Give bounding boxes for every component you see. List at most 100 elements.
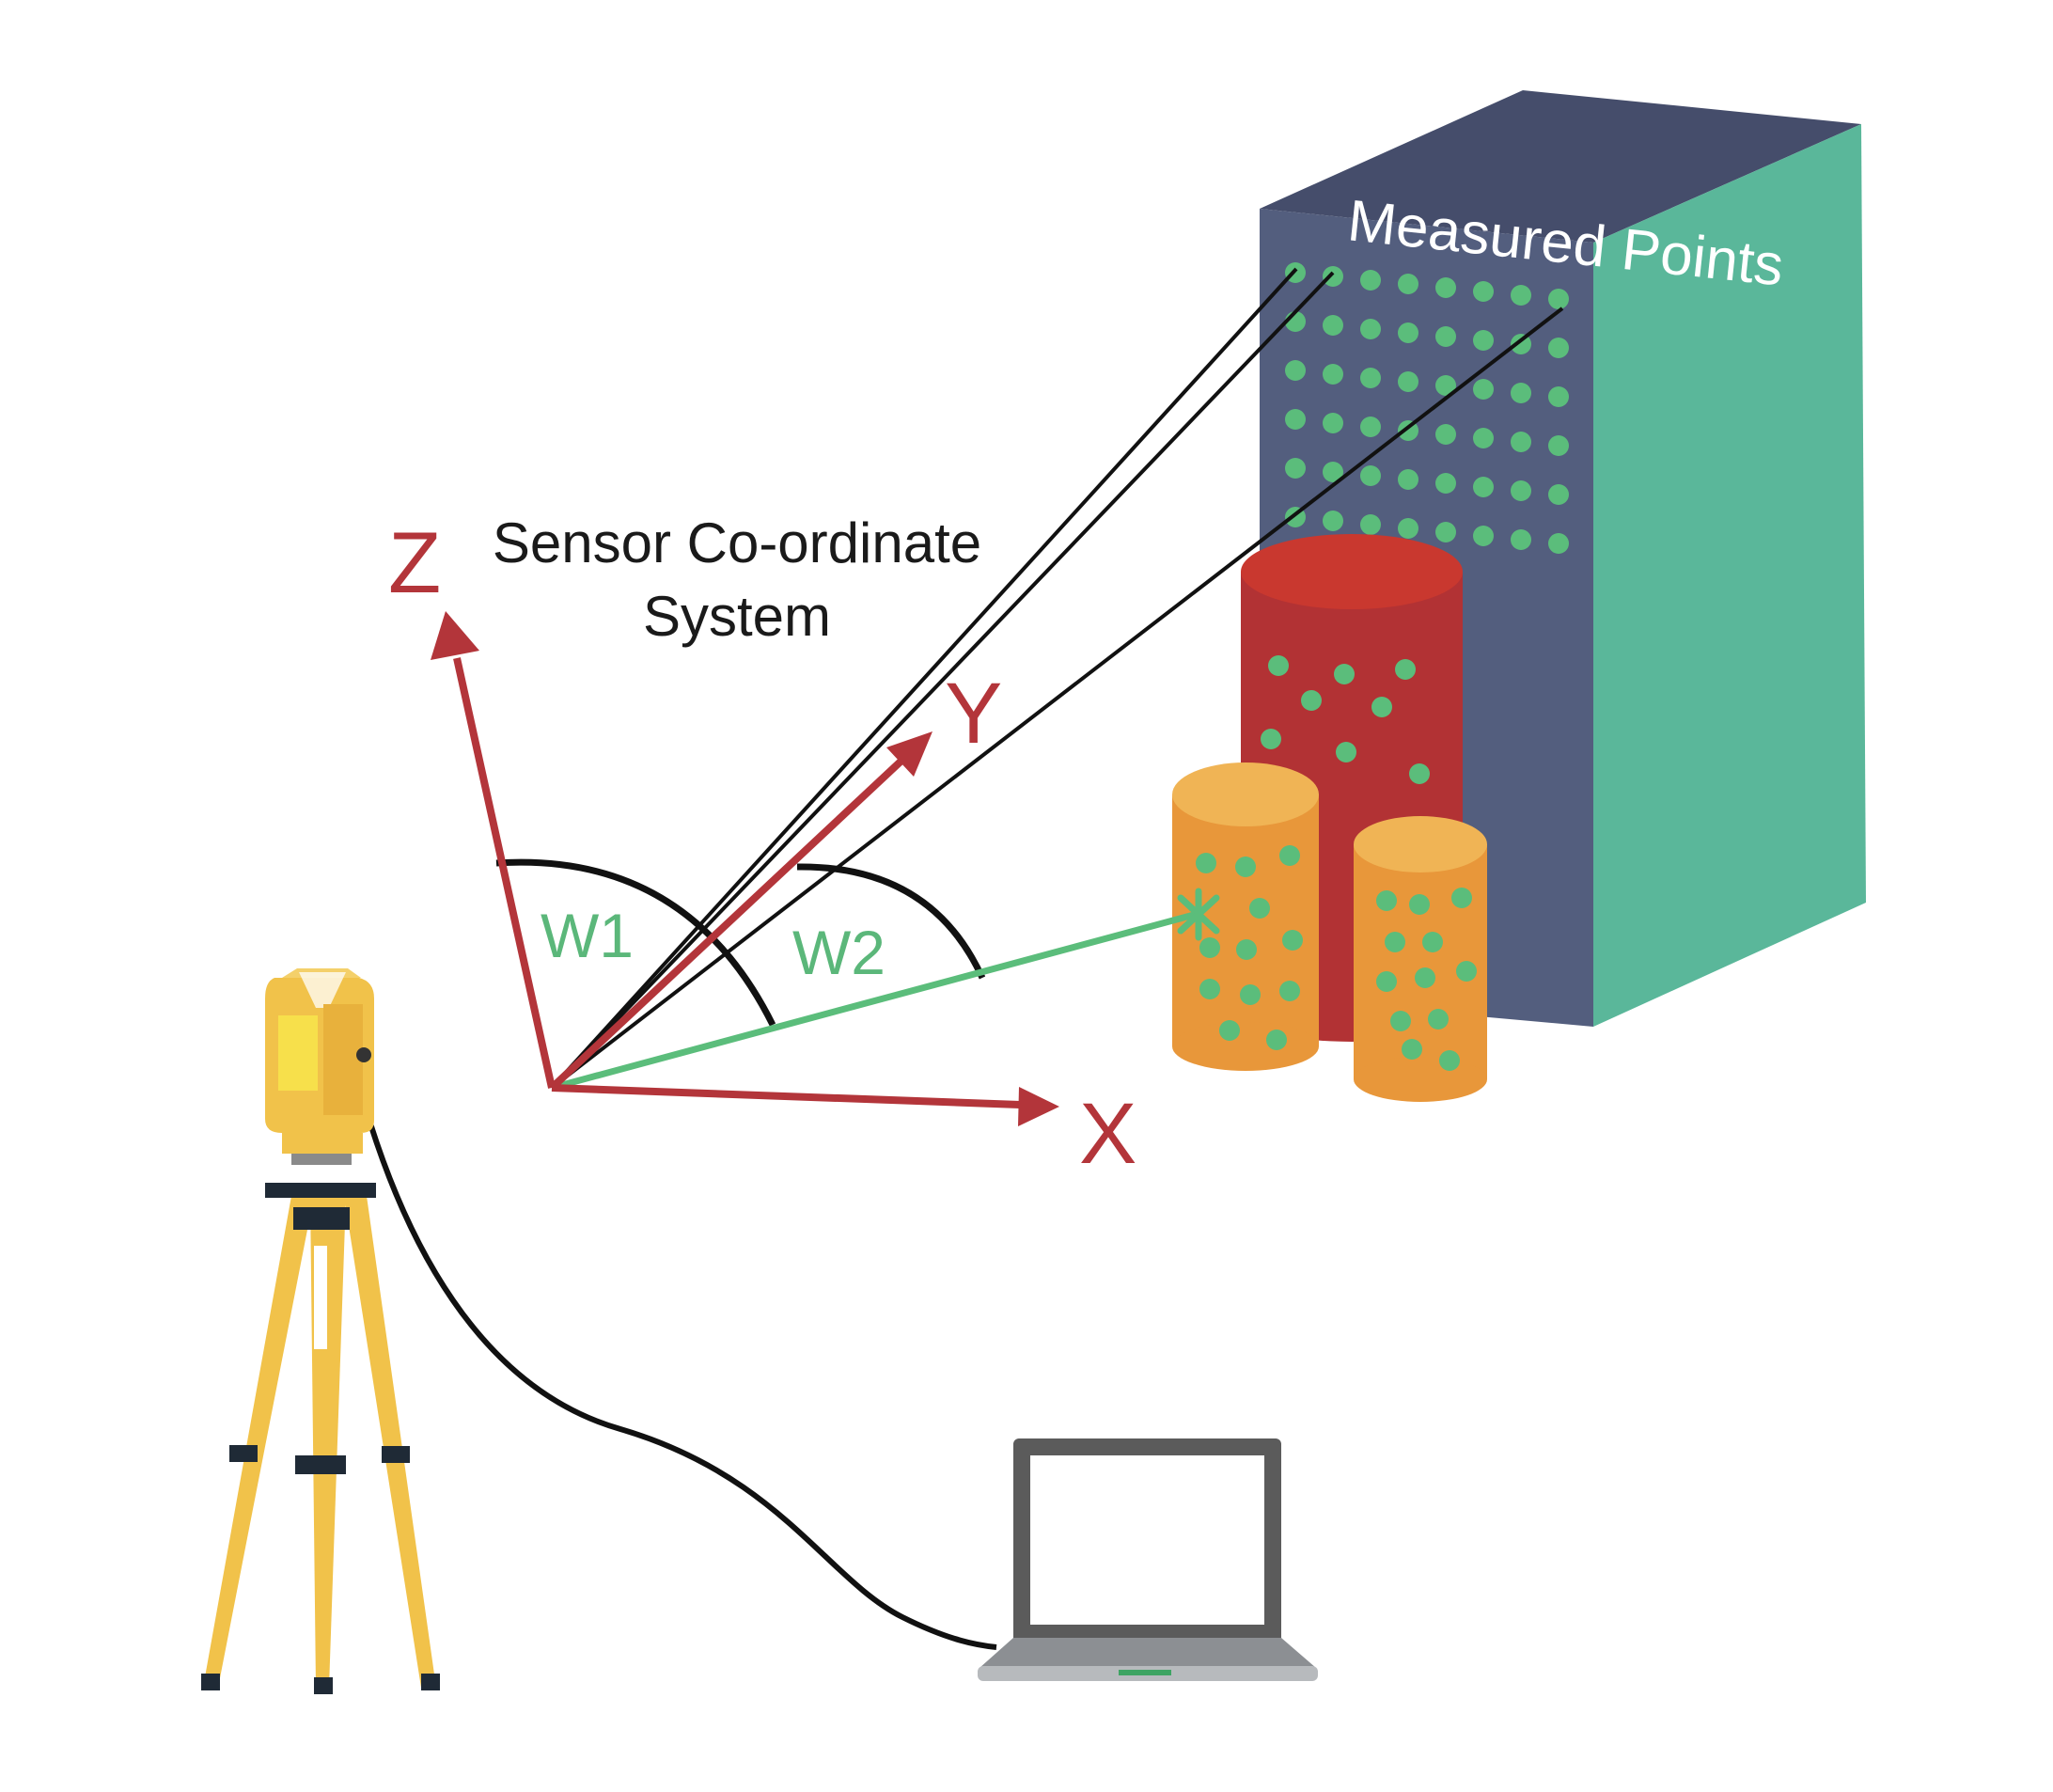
measured-point [1395, 659, 1416, 680]
measured-point [1266, 1030, 1287, 1050]
measured-point [1282, 930, 1303, 951]
measured-point [1511, 334, 1531, 354]
measured-point [1285, 458, 1306, 479]
z-axis-line [453, 657, 556, 1089]
measured-point [1439, 1050, 1460, 1071]
measured-point [1435, 277, 1456, 298]
arc-w2 [796, 863, 986, 980]
red-cylinder-points [1261, 655, 1430, 784]
building-top [1260, 90, 1861, 243]
measured-point [1398, 371, 1418, 392]
measured-point [1323, 511, 1343, 531]
measured-point [1323, 413, 1343, 433]
measured-point [1279, 981, 1300, 1001]
measured-point [1409, 894, 1430, 915]
measured-point [1398, 274, 1418, 294]
measured-point [1398, 469, 1418, 490]
measured-point [1548, 533, 1569, 554]
measured-point [1261, 729, 1281, 749]
orange-cylinder-left-top [1172, 762, 1319, 826]
laptop-icon [978, 1438, 1318, 1681]
cable-icon [368, 1123, 997, 1650]
x-axis-arrowhead [1018, 1087, 1059, 1126]
laptop-base [979, 1638, 1316, 1668]
measured-point [1398, 518, 1418, 539]
measured-point [1279, 845, 1300, 866]
arc-w1 [495, 858, 776, 1027]
building-side [1593, 124, 1866, 1027]
measured-point [1323, 315, 1343, 336]
angle-w1-label: W1 [541, 901, 634, 970]
orange-cylinder-right-top [1354, 816, 1487, 872]
measured-point [1473, 379, 1494, 400]
ray-3 [550, 307, 1564, 1090]
tripod-icon [201, 1183, 440, 1694]
tripod-foot-center [314, 1677, 333, 1694]
measured-point [1511, 383, 1531, 403]
measured-point [1199, 979, 1220, 999]
measured-point [1360, 514, 1381, 535]
measured-point [1376, 890, 1397, 911]
station-side-panel [323, 1004, 363, 1115]
angle-arcs [495, 858, 986, 1027]
measured-point [1435, 522, 1456, 542]
ray-1 [550, 267, 1298, 1090]
measured-point [1402, 1039, 1422, 1060]
measured-point [1511, 432, 1531, 452]
measured-point [1249, 898, 1270, 919]
building-point-grid [1285, 262, 1569, 554]
station-base-ring [282, 1133, 363, 1154]
ray-2 [550, 271, 1335, 1090]
tripod-slot [314, 1246, 327, 1349]
measured-point [1376, 971, 1397, 992]
measured-point [1548, 435, 1569, 456]
measured-point [1473, 477, 1494, 497]
cylinder-icon [1354, 816, 1487, 1102]
z-axis-arrowhead [431, 611, 479, 660]
measured-point [1360, 417, 1381, 437]
tripod-clamp-top [293, 1207, 350, 1230]
measured-point [1435, 473, 1456, 494]
measured-point [1235, 857, 1256, 877]
measured-point [1511, 285, 1531, 306]
tripod-head-plate [265, 1183, 376, 1198]
measured-point [1336, 742, 1356, 762]
measured-point [1473, 330, 1494, 351]
measured-point [1548, 338, 1569, 358]
tripod-clamp-left [229, 1445, 258, 1462]
measured-point [1415, 967, 1435, 988]
measured-point [1428, 1009, 1449, 1030]
measured-point [1473, 281, 1494, 302]
tripod-leg-left [203, 1196, 314, 1688]
measured-point [1285, 360, 1306, 381]
station-base [291, 1152, 352, 1165]
measured-point [1236, 939, 1257, 960]
station-v-notch [299, 972, 346, 1008]
measured-point [1285, 409, 1306, 430]
target-point-star [1177, 888, 1220, 941]
laptop-indicator [1119, 1670, 1171, 1675]
measured-point [1511, 480, 1531, 501]
measured-point [1422, 932, 1443, 952]
measured-point [1323, 266, 1343, 287]
measured-point [1323, 462, 1343, 482]
measured-point [1199, 937, 1220, 958]
red-cylinder-top [1241, 534, 1463, 609]
measured-point [1219, 1020, 1240, 1041]
measured-point [1473, 526, 1494, 546]
measured-point [1360, 465, 1381, 486]
measured-point [1435, 424, 1456, 445]
measured-point [1360, 270, 1381, 291]
coordinate-axes [431, 611, 1059, 1126]
tripod-clamp-middle [295, 1455, 346, 1474]
measured-point [1451, 888, 1472, 908]
x-axis-label: X [1079, 1086, 1136, 1182]
measurement-rays [550, 267, 1564, 1090]
measured-point [1360, 319, 1381, 339]
y-axis-line [549, 759, 903, 1091]
measured-point [1548, 289, 1569, 309]
measured-point [1435, 326, 1456, 347]
tripod-foot-left [201, 1674, 220, 1690]
tripod-leg-right [344, 1196, 436, 1688]
station-screen [278, 1015, 318, 1091]
